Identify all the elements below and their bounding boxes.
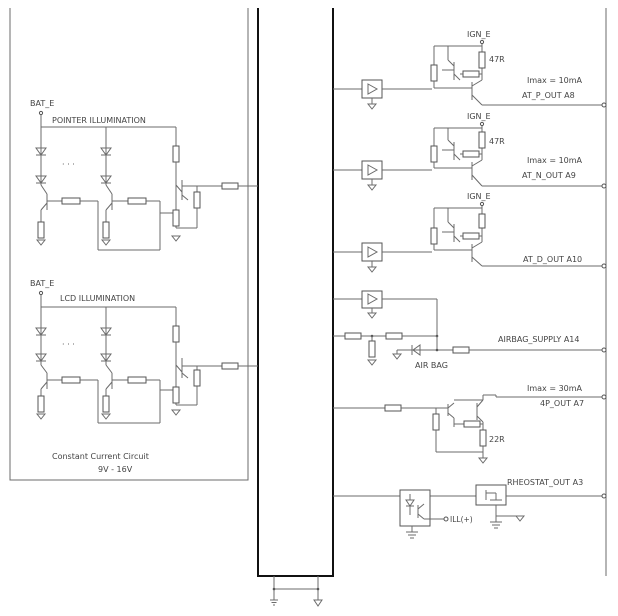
controller-ground-feet [270, 576, 323, 607]
at-n-resistor-label: 47R [489, 137, 505, 146]
rheostat-ill-label: ILL(+) [450, 515, 473, 524]
airbag-supply-label: AIRBAG_SUPPLY A14 [498, 335, 579, 344]
at-d-output-circuit: IGN_E AT_D_OUT A10 [333, 192, 607, 273]
at-p-resistor-label: 47R [489, 55, 505, 64]
pointer-supply-label: BAT_E [30, 99, 54, 108]
pointer-led-dots: · · · [62, 160, 75, 169]
at-p-supply-label: IGN_E [467, 30, 491, 39]
at-n-output-label: AT_N_OUT A9 [522, 171, 576, 180]
pointer-title: POINTER ILLUMINATION [52, 116, 146, 125]
p4-output-label: 4P_OUT A7 [540, 399, 584, 408]
lcd-led-dots: · · · [62, 340, 75, 349]
rheostat-output-circuit: RHEOSTAT_OUT A3 ILL(+) [333, 478, 607, 539]
at-d-supply-label: IGN_E [467, 192, 491, 201]
lcd-supply-label: BAT_E [30, 279, 54, 288]
at-p-imax: Imax = 10mA [527, 76, 583, 85]
p4-imax: Imax = 30mA [527, 384, 583, 393]
left-panel-frame [9, 8, 249, 481]
at-n-imax: Imax = 10mA [527, 156, 583, 165]
airbag-supply-circuit: AIR BAG AIRBAG_SUPPLY A14 [333, 290, 607, 370]
at-p-output-circuit: IGN_E 47R Imax = 10mA AT_P_OUT A8 [333, 30, 607, 110]
rheostat-output-label: RHEOSTAT_OUT A3 [507, 478, 583, 487]
at-n-supply-label: IGN_E [467, 112, 491, 121]
panel-footer-line1: Constant Current Circuit [52, 452, 149, 461]
airbag-lamp-label: AIR BAG [415, 361, 448, 370]
panel-footer-line2: 9V - 16V [98, 465, 133, 474]
p4-output-circuit: Imax = 30mA 4P_OUT A7 22R [333, 384, 607, 464]
pointer-illumination-circuit: BAT_E POINTER ILLUMINATION · · · [30, 99, 258, 251]
lcd-illumination-circuit: BAT_E LCD ILLUMINATION · · · [30, 279, 258, 424]
lcd-title: LCD ILLUMINATION [60, 294, 135, 303]
at-n-output-circuit: IGN_E 47R Imax = 10mA AT_N_OUT A9 [333, 112, 607, 191]
p4-resistor-label: 22R [489, 435, 505, 444]
at-p-output-label: AT_P_OUT A8 [522, 91, 575, 100]
at-d-output-label: AT_D_OUT A10 [523, 255, 582, 264]
controller-block [257, 8, 334, 577]
